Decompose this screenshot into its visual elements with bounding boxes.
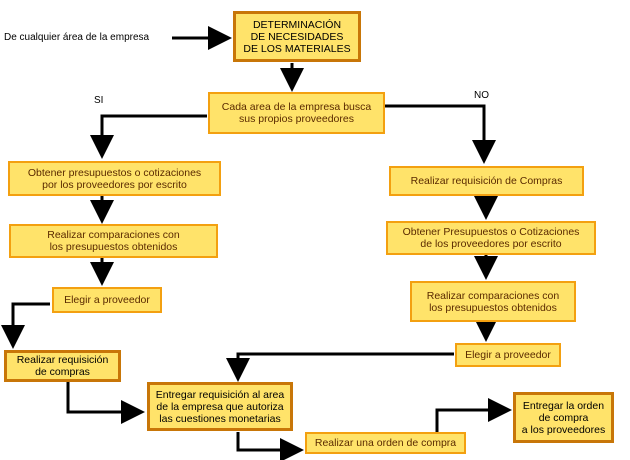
arrow-no-elegir-to-entregar <box>226 352 454 382</box>
node-entregar-orden: Entregar la orden de compra a los provee… <box>513 392 614 443</box>
arrow-cada-area-to-si-branch <box>90 114 207 159</box>
node-no-obtener: Obtener Presupuestos o Cotizaciones de l… <box>386 221 596 255</box>
si-label: SI <box>94 95 104 106</box>
arrow-si-elegir-to-requisicion <box>1 302 50 349</box>
node-determinacion: DETERMINACIÓN DE NECESIDADES DE LOS MATE… <box>233 11 361 62</box>
node-no-comparar: Realizar comparaciones con los presupues… <box>410 281 576 322</box>
node-no-elegir: Elegir a proveedor <box>455 343 561 367</box>
arrow-si-requisicion-to-entregar <box>66 382 145 424</box>
node-entregar-area: Entregar requisición al area de la empre… <box>147 382 293 431</box>
arrow-entregar-to-orden <box>236 432 304 460</box>
node-no-requisicion: Realizar requisición de Compras <box>389 166 584 196</box>
node-si-obtener: Obtener presupuestos o cotizaciones por … <box>8 161 221 196</box>
node-cada-area: Cada area de la empresa busca sus propio… <box>208 92 385 134</box>
node-si-comparar: Realizar comparaciones con los presupues… <box>9 224 218 258</box>
node-si-requisicion: Realizar requisición de compras <box>4 350 121 382</box>
source-label: De cualquier área de la empresa <box>4 32 150 43</box>
no-label: NO <box>474 90 489 101</box>
node-orden-compra: Realizar una orden de compra <box>305 432 466 454</box>
arrow-cada-area-to-no-branch <box>385 104 496 164</box>
node-si-elegir: Elegir a proveedor <box>52 287 162 313</box>
